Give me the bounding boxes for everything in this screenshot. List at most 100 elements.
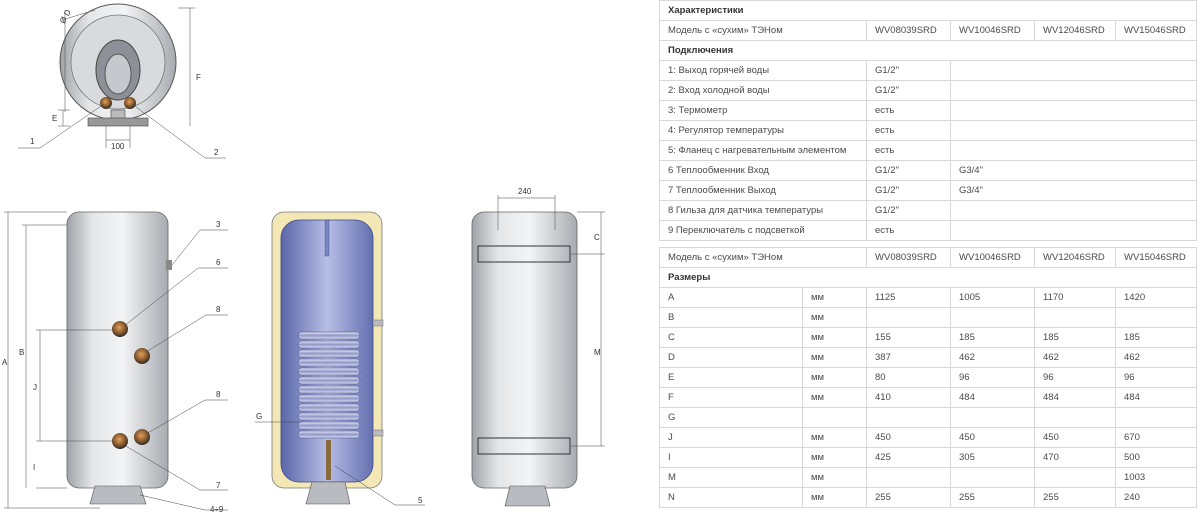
- coil-turn: [297, 421, 361, 430]
- model-name: WV15046SRD: [1114, 20, 1198, 41]
- dim-unit: мм: [801, 367, 868, 388]
- row-value: G3/4": [949, 180, 1198, 201]
- label-dim-m: M: [594, 348, 601, 357]
- coil-turn: [297, 430, 361, 439]
- label-dim-100: 100: [111, 142, 125, 151]
- dim-value: 670: [1115, 427, 1198, 448]
- table-title-row: Характеристики: [658, 0, 1198, 21]
- dim-value: [866, 307, 952, 328]
- dim-unit: мм: [801, 387, 868, 408]
- label-part-6: 6: [216, 258, 221, 267]
- dim-label: E: [659, 367, 803, 388]
- label-dim-240: 240: [518, 187, 532, 196]
- dim-value: [1034, 307, 1117, 328]
- row-value: G3/4": [949, 160, 1198, 181]
- row-value: [949, 80, 1198, 101]
- row-label: 1: Выход горячей воды: [659, 60, 867, 81]
- model-header-row: Модель с «сухим» ТЭНом WV08039SRD WV1004…: [659, 20, 1198, 41]
- label-part-7: 7: [216, 481, 221, 490]
- dim-value: 240: [1115, 487, 1198, 508]
- dim-value: 1125: [866, 287, 952, 308]
- label-part-2: 2: [214, 148, 219, 157]
- dim-value: 387: [866, 347, 952, 368]
- row-value: [949, 100, 1198, 121]
- label-dim-b: B: [19, 348, 24, 357]
- dim-unit: мм: [801, 487, 868, 508]
- dim-value: 450: [950, 427, 1036, 448]
- row-value: G1/2": [866, 180, 951, 201]
- side-view-drawing: A B J I 3 6 8 8 7 4÷9: [2, 211, 228, 514]
- dim-value: [1034, 407, 1117, 428]
- section-title: Размеры: [658, 267, 1198, 288]
- section-title: Подключения: [658, 40, 1198, 61]
- model-name: WV10046SRD: [950, 247, 1036, 268]
- row-label: 6 Теплообменник Вход: [659, 160, 867, 181]
- dim-value: [1115, 407, 1198, 428]
- dim-value: 1005: [950, 287, 1036, 308]
- row-label: 8 Гильза для датчика температуры: [659, 200, 867, 221]
- row-label: 4: Регулятор температуры: [659, 120, 867, 141]
- row-value: есть: [866, 120, 951, 141]
- dim-label: C: [659, 327, 803, 348]
- label-part-8-top: 8: [216, 305, 221, 314]
- dimensions-table: Модель с «сухим» ТЭНом WV08039SRD WV1004…: [658, 247, 1198, 508]
- coil-turn: [297, 385, 361, 394]
- dim-unit: мм: [801, 467, 868, 488]
- dim-value: 470: [1034, 447, 1117, 468]
- coil-turn: [297, 331, 361, 340]
- model-name: WV12046SRD: [1034, 247, 1117, 268]
- technical-drawings: Ø D F E 100 1 2: [2, 3, 605, 514]
- row-value: G1/2": [866, 200, 951, 221]
- model-name: WV12046SRD: [1034, 20, 1116, 41]
- dim-value: 255: [950, 487, 1036, 508]
- dim-value: 500: [1115, 447, 1198, 468]
- dim-label: G: [659, 407, 803, 428]
- label-dim-g: G: [256, 412, 262, 421]
- label-dim-e: E: [52, 114, 57, 123]
- dim-value: 80: [866, 367, 952, 388]
- row-label: 5: Фланец с нагревательным элементом: [659, 140, 867, 161]
- dim-value: 255: [1034, 487, 1117, 508]
- label-part-5: 5: [418, 496, 423, 505]
- dim-value: 96: [1115, 367, 1198, 388]
- row-label: 9 Переключатель с подсветкой: [659, 220, 867, 241]
- label-part-1: 1: [30, 137, 35, 146]
- dim-value: 96: [950, 367, 1036, 388]
- label-dim-j: J: [33, 383, 37, 392]
- dim-value: 96: [1034, 367, 1117, 388]
- row-value: G1/2": [866, 160, 951, 181]
- dim-value: 410: [866, 387, 952, 408]
- row-value: есть: [866, 220, 951, 241]
- dim-label: M: [659, 467, 803, 488]
- label-part-3: 3: [216, 220, 221, 229]
- dim-value: 305: [950, 447, 1036, 468]
- top-view-drawing: Ø D F E 100 1 2: [18, 3, 226, 159]
- specifications-table: Характеристики Модель с «сухим» ТЭНом WV…: [658, 0, 1198, 241]
- dim-value: 462: [1115, 347, 1198, 368]
- dim-value: 155: [866, 327, 952, 348]
- row-value: [949, 140, 1198, 161]
- row-value: [949, 120, 1198, 141]
- model-name: WV08039SRD: [866, 247, 952, 268]
- model-header-row: Модель с «сухим» ТЭНом WV08039SRD WV1004…: [658, 247, 1198, 268]
- dim-value: 450: [1034, 427, 1117, 448]
- label-diameter-d: Ø D: [58, 8, 73, 25]
- label-part-4-9: 4÷9: [210, 505, 224, 514]
- section-row: Размеры: [658, 267, 1198, 288]
- dim-value: [1034, 467, 1117, 488]
- coil-turn: [297, 367, 361, 376]
- row-value: [949, 60, 1198, 81]
- dim-value: 1420: [1115, 287, 1198, 308]
- model-name: WV10046SRD: [950, 20, 1035, 41]
